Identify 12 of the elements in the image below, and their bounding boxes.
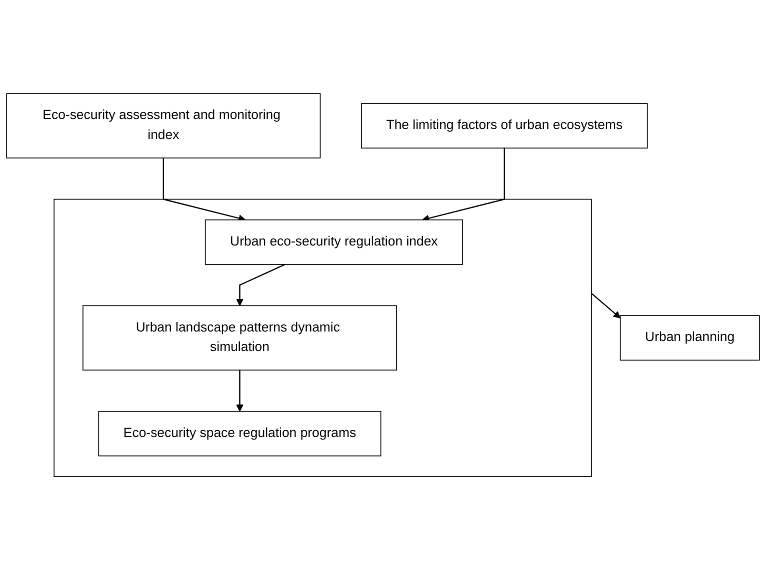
node-box: Eco-security space regulation programs [98, 411, 382, 457]
cluster [54, 199, 592, 478]
arrow [236, 370, 244, 412]
node-box: Urban landscape patterns dynamic simulation [82, 306, 397, 371]
arrow [162, 158, 246, 222]
node-box: Urban planning [620, 316, 760, 361]
arrow [591, 293, 621, 319]
node-box: Eco-security assessment and monitoring index [6, 94, 321, 159]
node-box: The limiting factors of urban ecosystems [361, 104, 648, 149]
arrow [422, 148, 506, 222]
node-box: Urban eco-security regulation index [204, 220, 463, 266]
arrow [236, 264, 286, 306]
